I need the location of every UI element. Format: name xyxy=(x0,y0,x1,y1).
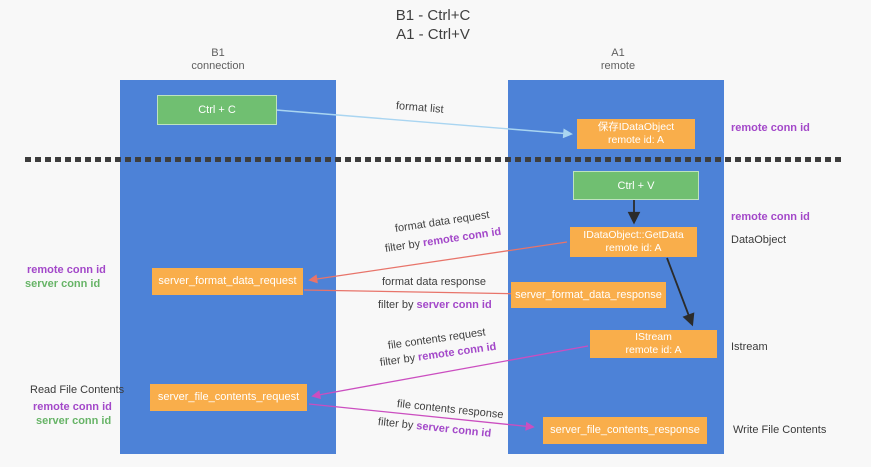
left-remote-conn-id-2: remote conn id xyxy=(33,401,112,413)
server-format-data-response-label: server_format_data_response xyxy=(515,288,662,301)
file-contents-response-label: file contents response xyxy=(396,398,505,422)
left-server-conn-id-1: server conn id xyxy=(25,278,101,290)
diagram-title: B1 - Ctrl+C A1 - Ctrl+V xyxy=(338,6,528,44)
right-dataobject-label: DataObject xyxy=(731,234,787,246)
remote-conn-id-key: remote conn id xyxy=(422,225,502,250)
save-dataobject-box: 保存IDataObject remote id: A xyxy=(577,119,695,149)
title-line-1: B1 - Ctrl+C xyxy=(395,7,471,24)
ctrl-c-box: Ctrl + C xyxy=(157,95,277,125)
save-dataobject-line1: 保存IDataObject xyxy=(597,121,675,133)
save-dataobject-line2: remote id: A xyxy=(607,134,665,146)
server-format-data-request-label: server_format_data_request xyxy=(158,275,297,287)
lane-a1-subtitle: remote xyxy=(600,60,636,72)
right-write-file-contents-label: Write File Contents xyxy=(733,424,827,436)
server-conn-id-key: server conn id xyxy=(416,299,492,311)
ctrl-v-box: Ctrl + V xyxy=(573,171,699,200)
lane-b1-name: B1 xyxy=(211,47,225,59)
right-istream-label: Istream xyxy=(731,341,768,353)
left-remote-conn-id-1: remote conn id xyxy=(27,264,106,276)
getdata-line2: remote id: A xyxy=(605,242,662,254)
lane-a1-name: A1 xyxy=(611,47,625,59)
istream-line2: remote id: A xyxy=(625,344,682,356)
server-format-data-response-box: server_format_data_response xyxy=(511,282,666,308)
right-remote-conn-id-1: remote conn id xyxy=(731,122,810,134)
format-list-label: format list xyxy=(395,100,445,116)
server-file-contents-response-label: server_file_contents_response xyxy=(550,424,700,436)
istream-box: IStream remote id: A xyxy=(590,330,717,358)
ctrl-c-label: Ctrl + C xyxy=(198,104,236,116)
filter-by-text: filter by xyxy=(384,237,424,255)
filter-by-text: filter by xyxy=(379,351,419,369)
filter-by-text: filter by xyxy=(378,299,417,311)
server-file-contents-response-box: server_file_contents_response xyxy=(543,417,707,444)
idataobject-getdata-box: IDataObject::GetData remote id: A xyxy=(570,227,697,257)
filter-by-text: filter by xyxy=(377,416,417,432)
format-data-response-filter-label: filter by server conn id xyxy=(378,299,492,311)
getdata-line1: IDataObject::GetData xyxy=(583,229,684,241)
lane-b1-subtitle: connection xyxy=(191,60,245,72)
istream-line1: IStream xyxy=(635,331,672,343)
server-file-contents-request-label: server_file_contents_request xyxy=(157,391,300,403)
title-line-2: A1 - Ctrl+V xyxy=(396,26,470,43)
right-remote-conn-id-2: remote conn id xyxy=(731,211,810,223)
format-data-response-arrow xyxy=(303,289,533,299)
format-data-response-label: format data response xyxy=(382,276,486,288)
left-server-conn-id-2: server conn id xyxy=(36,415,112,427)
server-conn-id-key: server conn id xyxy=(415,420,492,440)
lane-header-a1: A1 remote xyxy=(548,47,688,73)
file-contents-response-filter-label: filter by server conn id xyxy=(377,416,491,440)
server-format-data-request-box: server_format_data_request xyxy=(152,268,303,295)
left-read-file-contents-label: Read File Contents xyxy=(30,384,125,396)
server-file-contents-request-box: server_file_contents_request xyxy=(150,384,307,411)
ctrl-v-label: Ctrl + V xyxy=(617,179,655,192)
dashed-divider xyxy=(25,157,845,162)
lane-header-b1: B1 connection xyxy=(148,47,288,73)
